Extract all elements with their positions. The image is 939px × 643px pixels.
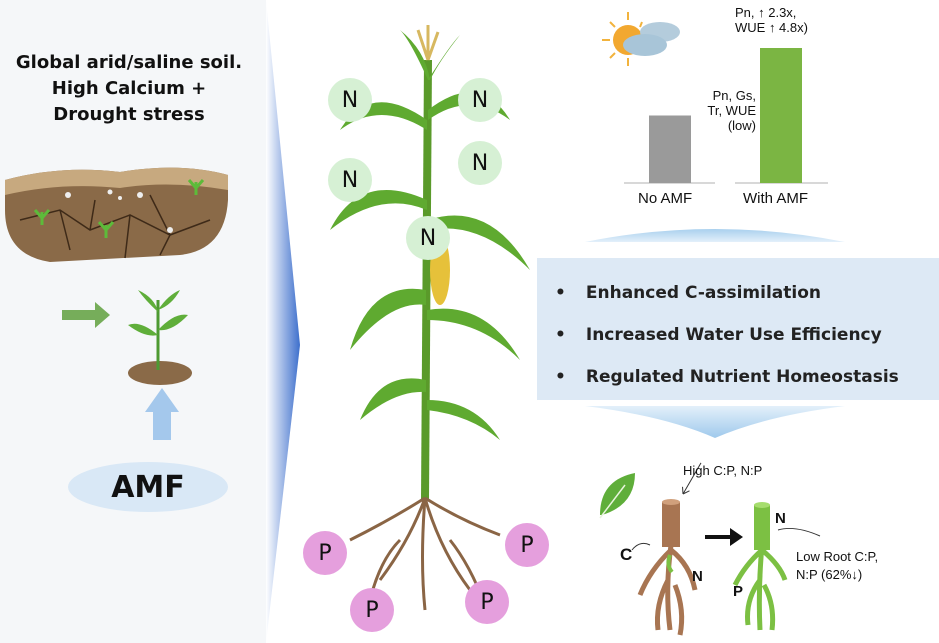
amf-label: AMF [68, 462, 228, 512]
phosphorus-circle: P [465, 580, 509, 624]
flow-arrow-wedge [266, 0, 300, 643]
phosphorus-circle: P [303, 531, 347, 575]
nitrogen-circle: N [328, 158, 372, 202]
roots-icon [349, 496, 501, 611]
label-line: N:P (62%↓) [796, 567, 863, 582]
black-arrow-icon [705, 528, 743, 546]
phosphorus-circle: P [350, 588, 394, 632]
annotation-line: Tr, WUE [707, 103, 756, 118]
nitrogen-circle: N [458, 78, 502, 122]
bar-label-with-amf: With AMF [743, 190, 809, 207]
bar-no-amf [649, 115, 691, 183]
sun-cloud-icon [602, 12, 680, 66]
left-illustrations [5, 167, 228, 440]
effect-item: Enhanced C-assimilation [571, 272, 939, 314]
green-root-icon [732, 502, 788, 631]
soil-condition-title: Global arid/saline soil. High Calcium + … [0, 50, 258, 128]
seedling-icon [128, 290, 192, 385]
annotation-line: WUE ↑ 4.8x) [735, 20, 808, 35]
nitrogen-circle: N [328, 78, 372, 122]
nitrogen-circle: N [458, 141, 502, 185]
cracked-soil-icon [5, 167, 228, 262]
high-annotation: Pn, ↑ 2.3x, WUE ↑ 4.8x) [735, 5, 808, 35]
annotation-line: Pn, Gs, [712, 88, 756, 103]
green-arrow-icon [62, 302, 110, 328]
photosynthesis-bar-chart [602, 12, 828, 184]
low-ratio-label: Low Root C:P, N:P (62%↓) [796, 548, 878, 584]
leaf-icon [599, 473, 635, 519]
bar-label-no-amf: No AMF [638, 190, 693, 207]
nitrogen-label-right: N [775, 510, 786, 527]
bar-with-amf [760, 48, 802, 183]
annotation-line: (low) [727, 118, 756, 133]
effect-item: Increased Water Use Efficiency [571, 314, 939, 356]
phosphorus-label: P [733, 583, 744, 600]
up-arrow-icon [145, 388, 179, 440]
root-stoichiometry-diagram [599, 462, 821, 636]
label-line: Low Root C:P, [796, 549, 879, 564]
effect-item: Regulated Nutrient Homeostasis [571, 356, 939, 398]
annotation-line: Pn, ↑ 2.3x, [735, 5, 797, 20]
high-ratio-label: High C:P, N:P [683, 463, 763, 478]
low-annotation: Pn, Gs, Tr, WUE (low) [698, 88, 756, 133]
carbon-label: C [620, 545, 633, 564]
title-line: High Calcium + [51, 78, 207, 99]
brown-root-icon [637, 499, 698, 636]
up-chevron-arrow [585, 229, 845, 242]
nitrogen-circle: N [406, 216, 450, 260]
effects-box: Enhanced C-assimilation Increased Water … [537, 258, 939, 400]
left-panel [0, 0, 266, 643]
title-line: Global arid/saline soil. [15, 52, 243, 73]
nitrogen-label-left: N [692, 568, 703, 585]
title-line: Drought stress [53, 104, 205, 125]
down-chevron-arrow [585, 406, 845, 438]
phosphorus-circle: P [505, 523, 549, 567]
